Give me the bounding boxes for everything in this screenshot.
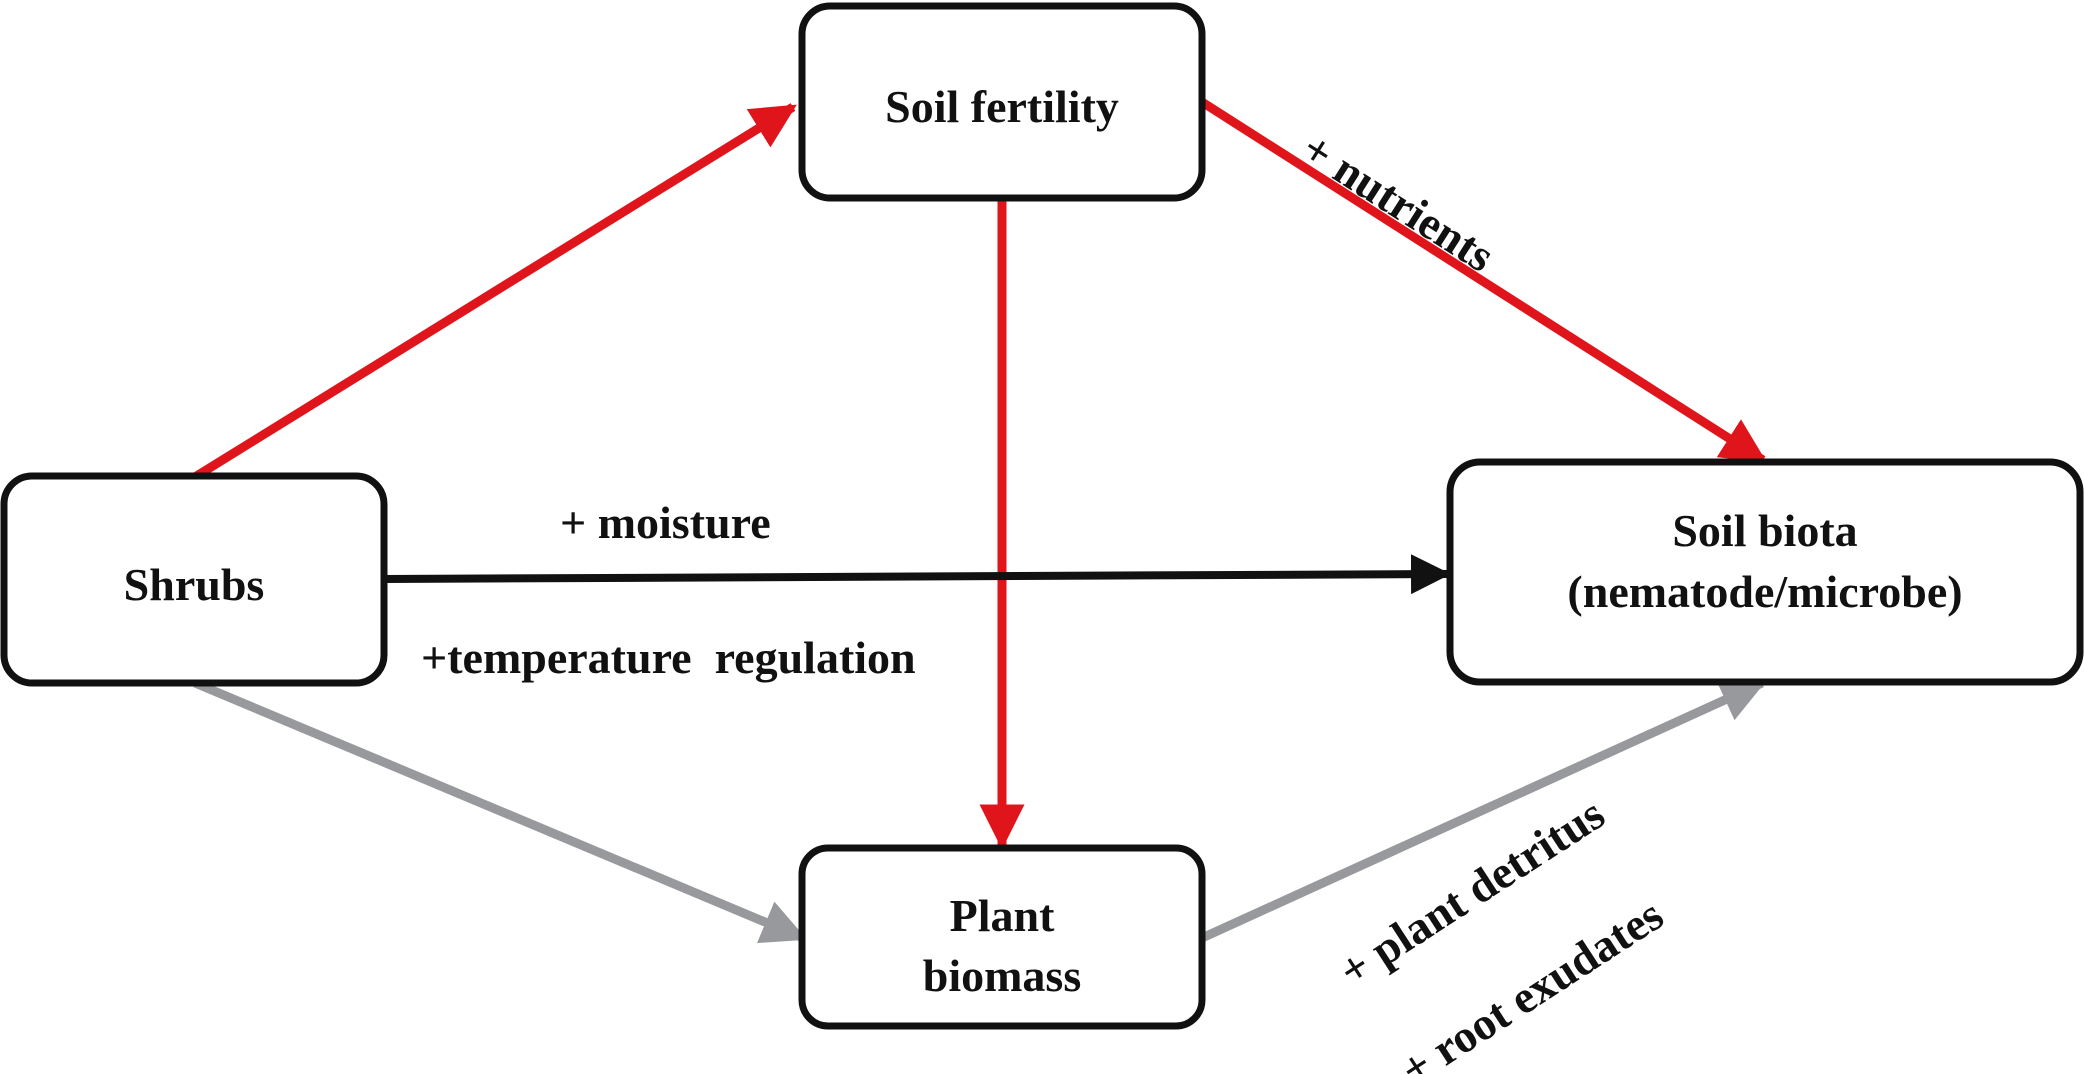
- node-plant-biomass: Plant biomass: [798, 844, 1206, 1030]
- arrow-shrubs-to-soil-biota: [384, 554, 1451, 595]
- arrow-plant-biomass-to-soil-biota: [1200, 678, 1767, 943]
- node-soil-fertility-label: Soil fertility: [885, 81, 1119, 132]
- node-soil-biota-label-line1: Soil biota: [1672, 505, 1857, 556]
- label-temperature-regulation: +temperature regulation: [421, 632, 916, 683]
- arrow-shrubs-to-plant-biomass: [193, 678, 808, 944]
- label-nutrients: + nutrients: [1293, 122, 1503, 281]
- node-soil-biota: Soil biota (nematode/microbe): [1446, 458, 2084, 686]
- node-plant-biomass-label-line1: Plant: [950, 890, 1055, 941]
- node-soil-biota-label-line2: (nematode/microbe): [1567, 566, 1962, 617]
- node-plant-biomass-label-line2: biomass: [923, 950, 1081, 1001]
- node-shrubs-label: Shrubs: [124, 559, 265, 610]
- node-soil-fertility: Soil fertility: [798, 2, 1206, 202]
- arrow-shrubs-to-soil-fertility: [192, 103, 797, 481]
- node-shrubs: Shrubs: [0, 472, 388, 687]
- arrow-soil-fertility-to-soil-biota: [1199, 98, 1767, 464]
- label-moisture: + moisture: [560, 497, 771, 548]
